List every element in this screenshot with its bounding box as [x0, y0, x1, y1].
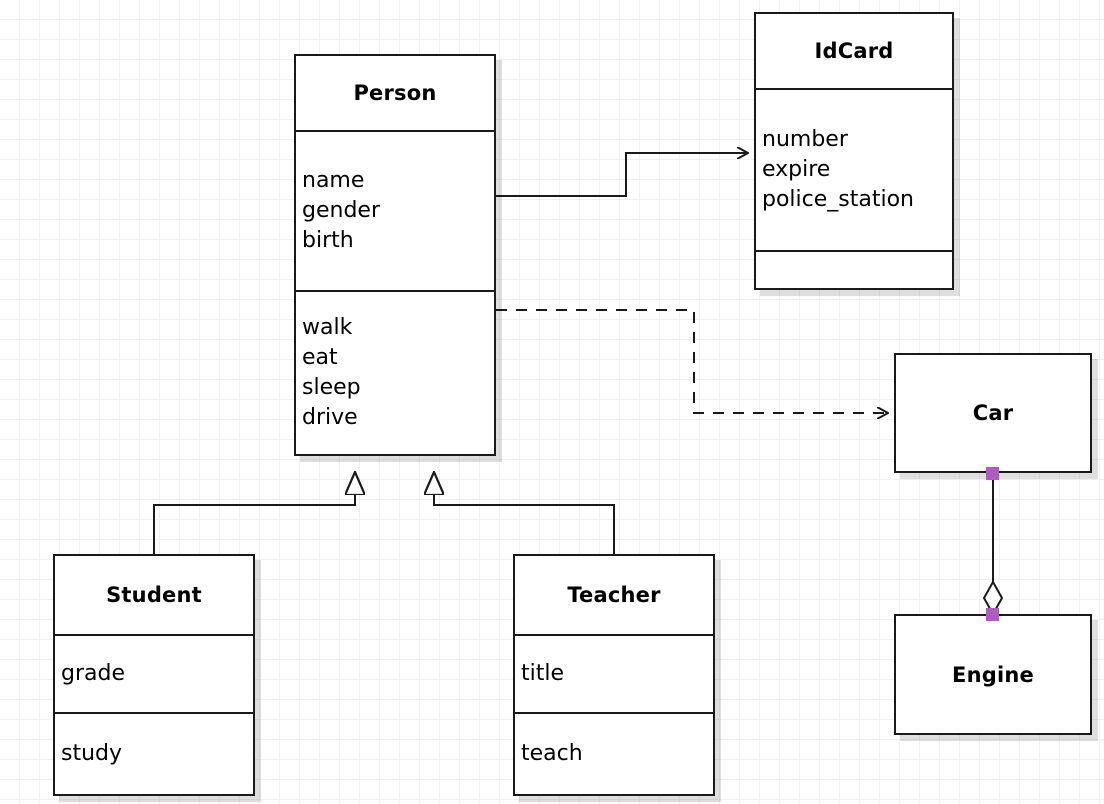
class-methods-teacher: teach — [515, 712, 713, 794]
attribute-item: title — [521, 661, 565, 686]
attribute-item: birth — [302, 228, 354, 253]
method-item: drive — [302, 405, 358, 430]
class-box-idcard[interactable]: IdCard number expire police_station — [754, 12, 954, 290]
class-box-teacher[interactable]: Teacher title teach — [513, 554, 715, 796]
class-box-student[interactable]: Student grade study — [53, 554, 255, 796]
edge-teacher-person[interactable] — [434, 472, 615, 554]
attribute-item: police_station — [762, 187, 914, 212]
class-methods-person: walk eat sleep drive — [296, 290, 494, 454]
class-name-label: IdCard — [814, 39, 894, 63]
class-title-engine: Engine — [896, 616, 1090, 733]
method-item: teach — [521, 741, 583, 766]
class-title-student: Student — [55, 556, 253, 634]
class-name-label: Engine — [952, 662, 1034, 687]
attribute-item: gender — [302, 198, 380, 223]
class-attributes-teacher: title — [515, 634, 713, 712]
attribute-item: name — [302, 168, 365, 193]
class-attributes-student: grade — [55, 634, 253, 712]
class-name-label: Car — [972, 401, 1014, 425]
class-attributes-person: name gender birth — [296, 130, 494, 290]
class-name-label: Person — [353, 81, 437, 105]
selection-handle-edge-start[interactable] — [986, 467, 999, 480]
class-name-label: Student — [106, 583, 202, 607]
attribute-item: grade — [61, 661, 125, 686]
class-box-person[interactable]: Person name gender birth walk eat sleep … — [294, 54, 496, 456]
edge-person-car[interactable] — [496, 309, 888, 413]
class-title-teacher: Teacher — [515, 556, 713, 634]
class-box-engine[interactable]: Engine — [894, 614, 1092, 735]
method-item: study — [61, 741, 123, 766]
attribute-item: expire — [762, 157, 831, 182]
class-methods-idcard — [756, 250, 952, 284]
class-methods-student: study — [55, 712, 253, 794]
class-title-car: Car — [896, 355, 1090, 471]
method-item: sleep — [302, 375, 361, 400]
class-attributes-idcard: number expire police_station — [756, 88, 952, 250]
class-title-person: Person — [296, 56, 494, 130]
edge-student-person[interactable] — [153, 472, 355, 554]
class-title-idcard: IdCard — [756, 14, 952, 88]
class-name-label: Teacher — [567, 583, 661, 607]
method-item: eat — [302, 345, 338, 370]
edge-person-idcard[interactable] — [496, 153, 748, 197]
method-item: walk — [302, 315, 353, 340]
attribute-item: number — [762, 127, 848, 152]
selection-handle-edge-end[interactable] — [986, 608, 999, 621]
class-box-car[interactable]: Car — [894, 353, 1092, 473]
